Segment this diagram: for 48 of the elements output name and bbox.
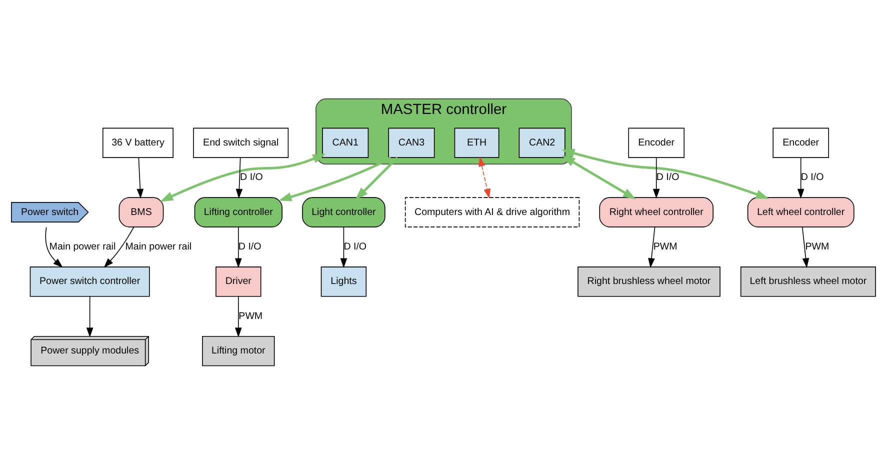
- arrow: [340, 226, 348, 268]
- arrow: [562, 156, 636, 200]
- arrow: [802, 226, 810, 268]
- arrow: [104, 226, 134, 268]
- arrow: [136, 157, 144, 199]
- node-box: Left brushless wheel motor: [740, 266, 876, 297]
- node-box: Light controller: [302, 197, 386, 228]
- node-box: Encoder: [628, 128, 685, 158]
- arrow: [652, 157, 660, 199]
- arrow: [478, 156, 490, 199]
- node-box: Encoder: [772, 128, 829, 158]
- node-box: CAN3: [388, 128, 435, 158]
- arrow: [86, 296, 94, 338]
- node-box: Computers with AI & drive algorithm: [404, 197, 580, 228]
- edge-label: D I/O: [238, 241, 262, 252]
- arrow: [234, 226, 242, 268]
- arrow: [236, 157, 243, 199]
- node-box: 36 V battery: [102, 128, 174, 158]
- node-box: Left wheel controller: [747, 197, 854, 228]
- arrow: [797, 157, 804, 199]
- arrow: [278, 156, 392, 202]
- node-box: Right wheel controller: [599, 197, 714, 228]
- node-box: ETH: [454, 128, 500, 158]
- node-box: Right brushless wheel motor: [578, 266, 720, 297]
- arrow: [160, 154, 326, 202]
- edge-label: D I/O: [800, 172, 824, 184]
- node-box: CAN2: [518, 128, 566, 158]
- node-box: Lights: [320, 266, 367, 297]
- node-box: BMS: [118, 197, 164, 228]
- edge-label: D I/O: [240, 172, 263, 184]
- edge-label: Main power rail: [49, 241, 116, 252]
- arrow: [45, 226, 63, 268]
- edge-label: PWM: [805, 241, 830, 252]
- arrow: [355, 156, 398, 200]
- edge-label: D I/O: [656, 172, 680, 184]
- edge-label: Main power rail: [125, 241, 192, 252]
- node-box: Driver: [216, 266, 262, 297]
- node-box: Lifting controller: [194, 197, 282, 228]
- edge-label: PWM: [653, 241, 678, 252]
- edge-label: PWM: [238, 310, 263, 322]
- arrow: [561, 148, 770, 199]
- node-box: End switch signal: [193, 128, 289, 158]
- arrow: [648, 226, 656, 268]
- node-box: CAN1: [322, 128, 369, 158]
- node-box: Power switch controller: [30, 266, 150, 297]
- edge-label: D I/O: [344, 241, 367, 252]
- node-box: Lifting motor: [202, 336, 275, 366]
- arrow: [234, 296, 242, 338]
